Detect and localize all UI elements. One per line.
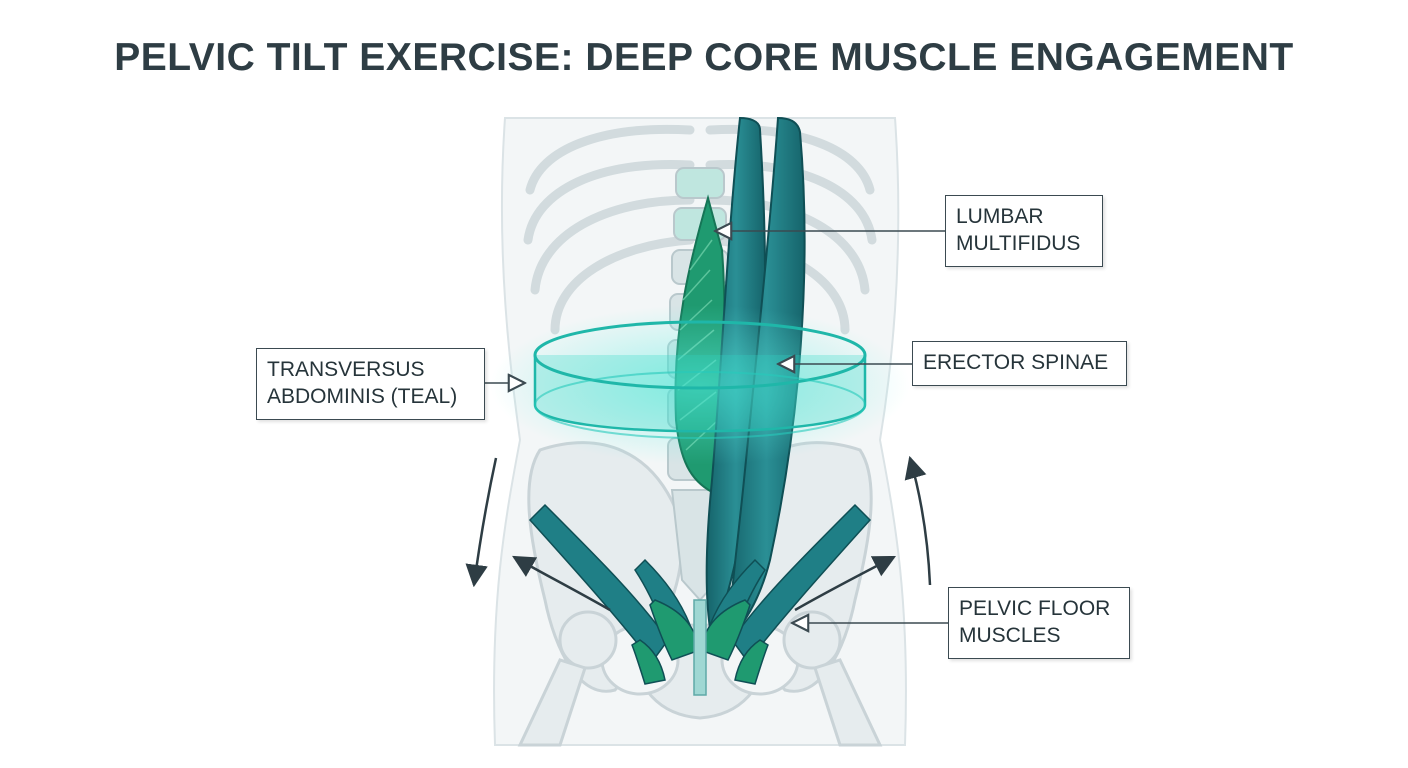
label-transversus-abdominis-line2: ABDOMINIS (TEAL) (267, 385, 458, 408)
pelvic-floor-muscles (528, 503, 872, 696)
motion-arrows (465, 455, 932, 612)
femur-bones (517, 610, 883, 747)
label-lumbar-multifidus-line2: MULTIFIDUS (956, 232, 1081, 255)
label-erector-spinae: ERECTOR SPINAE (912, 341, 1127, 386)
diagram-title: PELVIC TILT EXERCISE: DEEP CORE MUSCLE E… (114, 36, 1294, 79)
transversus-abdominis-ring (490, 305, 910, 465)
tilt-arrow-right-inner (794, 555, 896, 612)
label-transversus-abdominis-line1: TRANSVERSUS (267, 358, 425, 381)
label-pelvic-floor-line2: MUSCLES (959, 624, 1061, 647)
label-transversus-abdominis: TRANSVERSUS ABDOMINIS (TEAL) (256, 348, 485, 420)
tilt-arrow-left-inner (512, 555, 611, 612)
tilt-arrow-right-up (904, 455, 932, 586)
label-pelvic-floor-line1: PELVIC FLOOR (959, 597, 1111, 620)
label-pelvic-floor-muscles: PELVIC FLOOR MUSCLES (948, 587, 1130, 659)
label-erector-spinae-line1: ERECTOR SPINAE (923, 351, 1109, 374)
label-leaders (485, 231, 948, 623)
label-lumbar-multifidus: LUMBAR MULTIFIDUS (945, 195, 1103, 267)
label-lumbar-multifidus-line1: LUMBAR (956, 205, 1044, 228)
tilt-arrow-left-down (465, 457, 498, 588)
